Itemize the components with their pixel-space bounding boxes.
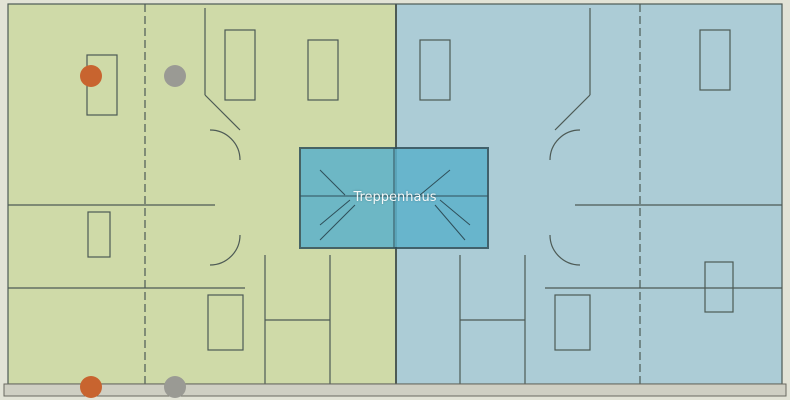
orange-marker[interactable] xyxy=(80,65,102,87)
grey-marker-bottom[interactable] xyxy=(164,376,186,398)
stairwell-label: Treppenhaus xyxy=(353,190,437,205)
orange-marker-bottom[interactable] xyxy=(80,376,102,398)
grey-marker[interactable] xyxy=(164,65,186,87)
stair-lines xyxy=(300,148,488,248)
